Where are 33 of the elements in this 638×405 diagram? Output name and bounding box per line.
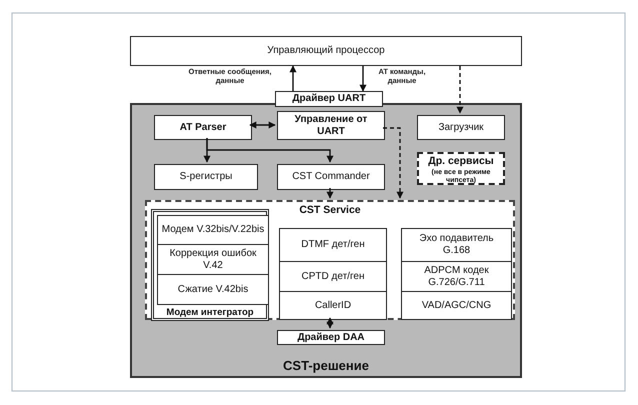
process-box: S-регистры xyxy=(154,164,258,190)
arrow xyxy=(290,65,296,91)
process-box: AT Parser xyxy=(154,115,252,140)
process-box: Драйвер UART xyxy=(275,91,383,107)
group-title: Модем интегратор xyxy=(165,307,255,318)
process-box: CallerID xyxy=(279,291,387,320)
area-title: CST Service xyxy=(298,204,362,216)
process-box: DTMF дет/ген xyxy=(279,228,387,262)
process-box: Драйвер DAA xyxy=(277,330,385,345)
service-box xyxy=(417,152,505,185)
process-box: CST Commander xyxy=(277,164,385,190)
modem-integrator-box xyxy=(151,209,269,321)
arrow xyxy=(383,127,404,199)
arrow xyxy=(360,66,366,92)
arrow xyxy=(326,317,334,329)
process-box: Эхо подавитель G.168 xyxy=(401,228,512,262)
arrow xyxy=(456,66,464,114)
process-box: Коррекция ошибок V.42 xyxy=(157,244,269,275)
service-area xyxy=(145,200,515,320)
process-box: Модем V.32bis/V.22bis xyxy=(157,215,269,245)
arrow xyxy=(206,138,334,163)
process-box: Управляющий процессор xyxy=(130,36,522,66)
arrow xyxy=(326,188,334,199)
process-box: Загрузчик xyxy=(417,115,505,140)
process-box: Управление от UART xyxy=(277,111,385,140)
process-box: Сжатие V.42bis xyxy=(157,274,269,305)
box-title: Др. сервисы xyxy=(427,156,495,168)
process-box: CPTD дет/ген xyxy=(279,261,387,292)
process-box: ADPCM кодек G.726/G.711 xyxy=(401,261,512,292)
solution-panel xyxy=(130,103,522,378)
arrow xyxy=(249,122,276,128)
process-box: VAD/AGC/CNG xyxy=(401,291,512,320)
panel-title: CST-решение xyxy=(282,358,370,373)
